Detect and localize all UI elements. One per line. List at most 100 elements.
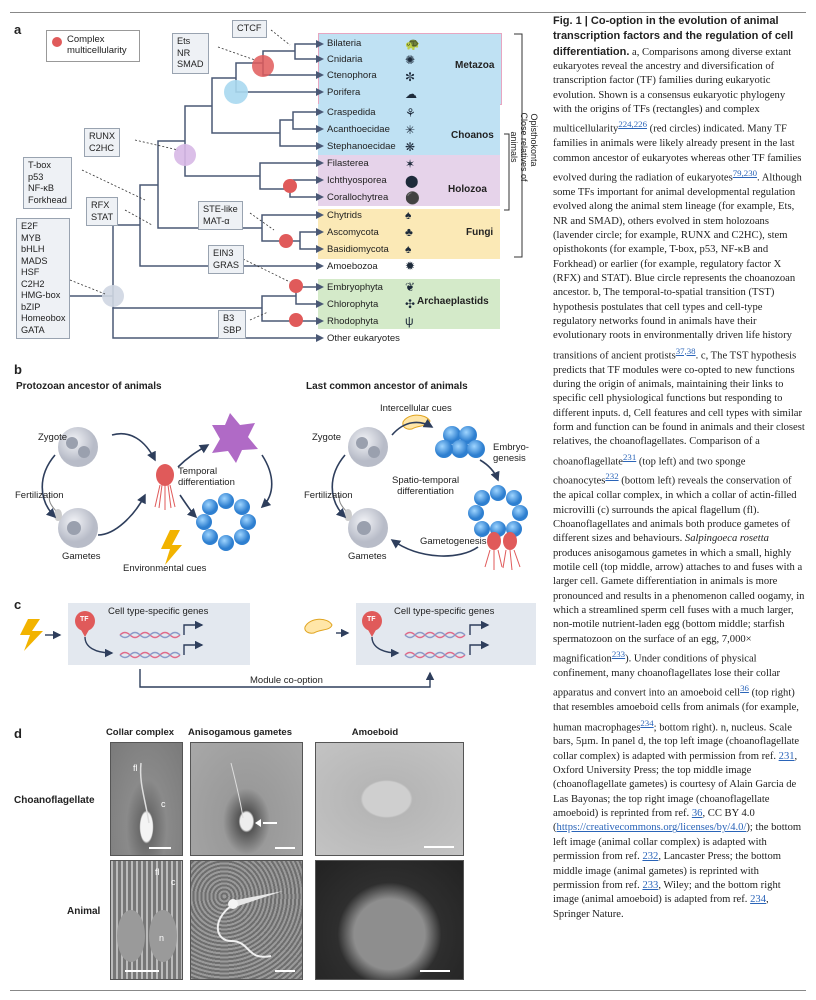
tf-hmg-box: HMG-box [21,290,61,300]
group-archaeplastids: Archaeplastids [417,296,489,307]
d-col-collar: Collar complex [105,727,175,738]
caption-s4: b, The temporal-to-spatial transition (T… [553,287,792,362]
tf-rfx: RFX [91,200,110,210]
ascomycota-icon: ♣ [405,225,413,239]
c-genes-left: Cell type-specific genes [108,606,209,617]
tf-box-tbox: T-box p53 NF-κB Forkhead [23,157,72,209]
micrograph-choano-amoeboid [315,742,464,856]
taxon-ascomycota: Ascomycota [327,227,379,238]
ref-36-sup[interactable]: 36 [740,683,749,694]
ref-232-sup[interactable]: 232 [605,471,619,482]
tf-marker-right [362,611,382,631]
zygote-cell-right [348,427,388,467]
b-differentiation: differentiation [178,477,235,488]
ref-36-link[interactable]: 36 [691,808,703,820]
micrograph-animal-collar: fl c n [110,860,183,980]
holozoa-node-red [283,179,297,193]
ref-233-sup[interactable]: 233 [611,649,626,660]
ref-231-sup[interactable]: 231 [623,451,637,462]
filasterea-icon: ✶ [405,157,416,171]
label-c-bottom: c [171,877,176,887]
tf-gras: GRAS [213,259,240,270]
rhodophyta-node-red [289,313,303,327]
b-embryogenesis: Embryo- genesis [493,442,529,464]
ref-224-226[interactable]: 224,226 [618,119,648,130]
taxon-chytrids: Chytrids [327,210,362,221]
tf-homeobox: Homeobox [21,313,66,323]
embryo-cluster [435,426,485,458]
tf-label-left: TF [80,616,89,623]
ref-234-link[interactable]: 234 [750,894,766,906]
panel-b-letter: b [14,362,22,377]
ref-233-link[interactable]: 233 [642,879,659,891]
metazoa-box [318,33,502,105]
group-metazoa: Metazoa [455,60,495,71]
c-module-cooption: Module co-option [250,675,323,686]
chytrid-icon: ♠ [405,208,412,222]
d-row-choanoflagellate: Choanoflagellate [14,795,95,806]
figure-caption: Fig. 1 | Co-option in the evolution of a… [553,14,805,922]
b-intercellular: Intercellular cues [380,403,452,414]
micrograph-animal-amoeboid [315,860,464,980]
taxon-corallochytrea: Corallochytrea [327,192,389,203]
ref-232-link[interactable]: 232 [642,851,659,863]
bottom-rule [10,990,806,991]
craspedida-icon: ⚘ [405,106,416,120]
tf-gata: GATA [21,324,45,335]
amoeboid-star-left [212,413,258,463]
taxon-embryophyta: Embryophyta [327,282,383,293]
tf-stat: STAT [91,211,114,222]
tf-box-ets: Ets NR SMAD [172,33,209,74]
taxon-craspedida: Craspedida [327,107,376,118]
caption-s15: ); the bottom left image (animal collar … [553,822,802,863]
taxon-stephanoecidae: Stephanoecidae [327,141,396,152]
ref-231-link[interactable]: 231 [778,750,795,762]
panel-c-letter: c [14,597,22,612]
tf-tbox: T-box [28,160,51,170]
opisthokonta-label: Opisthokonta [529,113,539,167]
bean-cell-c [304,618,333,634]
tf-box-b3: B3 SBP [218,310,247,339]
taxon-chlorophyta: Chlorophyta [327,299,379,310]
label-c-top: c [161,799,166,809]
tf-bzip: bZIP [21,301,41,312]
tf-bhlh: bHLH [21,244,45,254]
caption-s17: , Wiley; and the bottom right image (ani… [553,879,781,906]
tf-ein3: EIN3 [213,248,234,258]
tf-sbp: SBP [223,324,242,335]
b-zygote-right: Zygote [312,432,342,443]
tf-box-e2f: E2F MYB bHLH MADS HSF C2H2 HMG-box bZIP … [16,218,71,339]
ref-79-230[interactable]: 79,230 [732,167,758,178]
tf-smad: SMAD [177,59,204,69]
b-gametogenesis: Gametogenesis [420,536,487,547]
panel-b-right-title: Last common ancestor of animals [306,381,468,392]
caption-s7: (bottom left) reveals the conservation o… [553,475,797,545]
lightning-icon-c [20,619,43,651]
b-embryo2: genesis [493,453,526,464]
panel-c-diagram [20,603,536,688]
caption-s12: ; bottom right). n, nucleus. Scale bars,… [553,722,800,762]
ref-37-38[interactable]: 37,38 [675,345,696,356]
ref-234-sup[interactable]: 234 [640,717,654,728]
panel-a-letter: a [14,22,22,37]
lightning-icon-b [161,530,182,565]
legend-label-line2: multicellularity [67,45,127,56]
tf-box-runx: RUNX C2HC [84,128,121,157]
panel-d-letter: d [14,726,22,741]
panel-b-left-title: Protozoan ancestor of animals [16,381,162,392]
legend-box: Complex multicellularity [46,30,140,62]
top-rule [10,12,806,13]
ctenophore-icon: ✼ [405,70,416,84]
choanozoa-node-blue [224,80,248,104]
caption-s1: a, Comparisons among diverse extant euka… [553,46,792,135]
cc-license-link[interactable]: https://creativecommons.org/licenses/by/… [556,822,747,834]
brackets [504,33,523,258]
tf-nr: NR [177,47,191,58]
fungi-node-red [279,234,293,248]
micrograph-choano-collar: fl c [110,742,183,856]
turtle-icon: 🐢 [405,37,420,51]
taxon-rhodophyta: Rhodophyta [327,316,379,327]
rosette-right [468,485,528,537]
b-spatio-temporal: Spatio-temporal differentiation [392,475,459,497]
amoeba-icon: ✹ [405,259,416,273]
